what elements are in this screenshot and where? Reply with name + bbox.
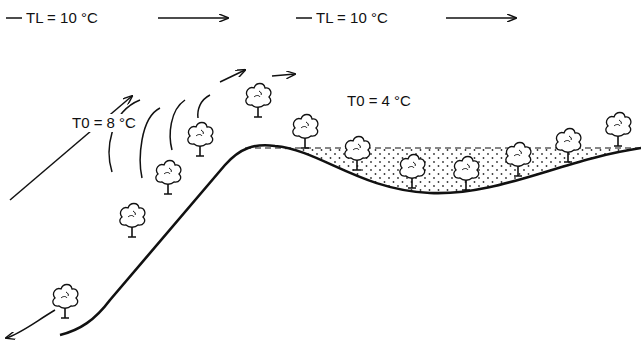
temperature-label: TL = 10 °C xyxy=(314,9,390,27)
temperature-label: T0 = 4 °C xyxy=(345,92,413,110)
temperature-label: T0 = 8 °C xyxy=(70,114,138,132)
temperature-label: TL = 10 °C xyxy=(24,9,100,27)
